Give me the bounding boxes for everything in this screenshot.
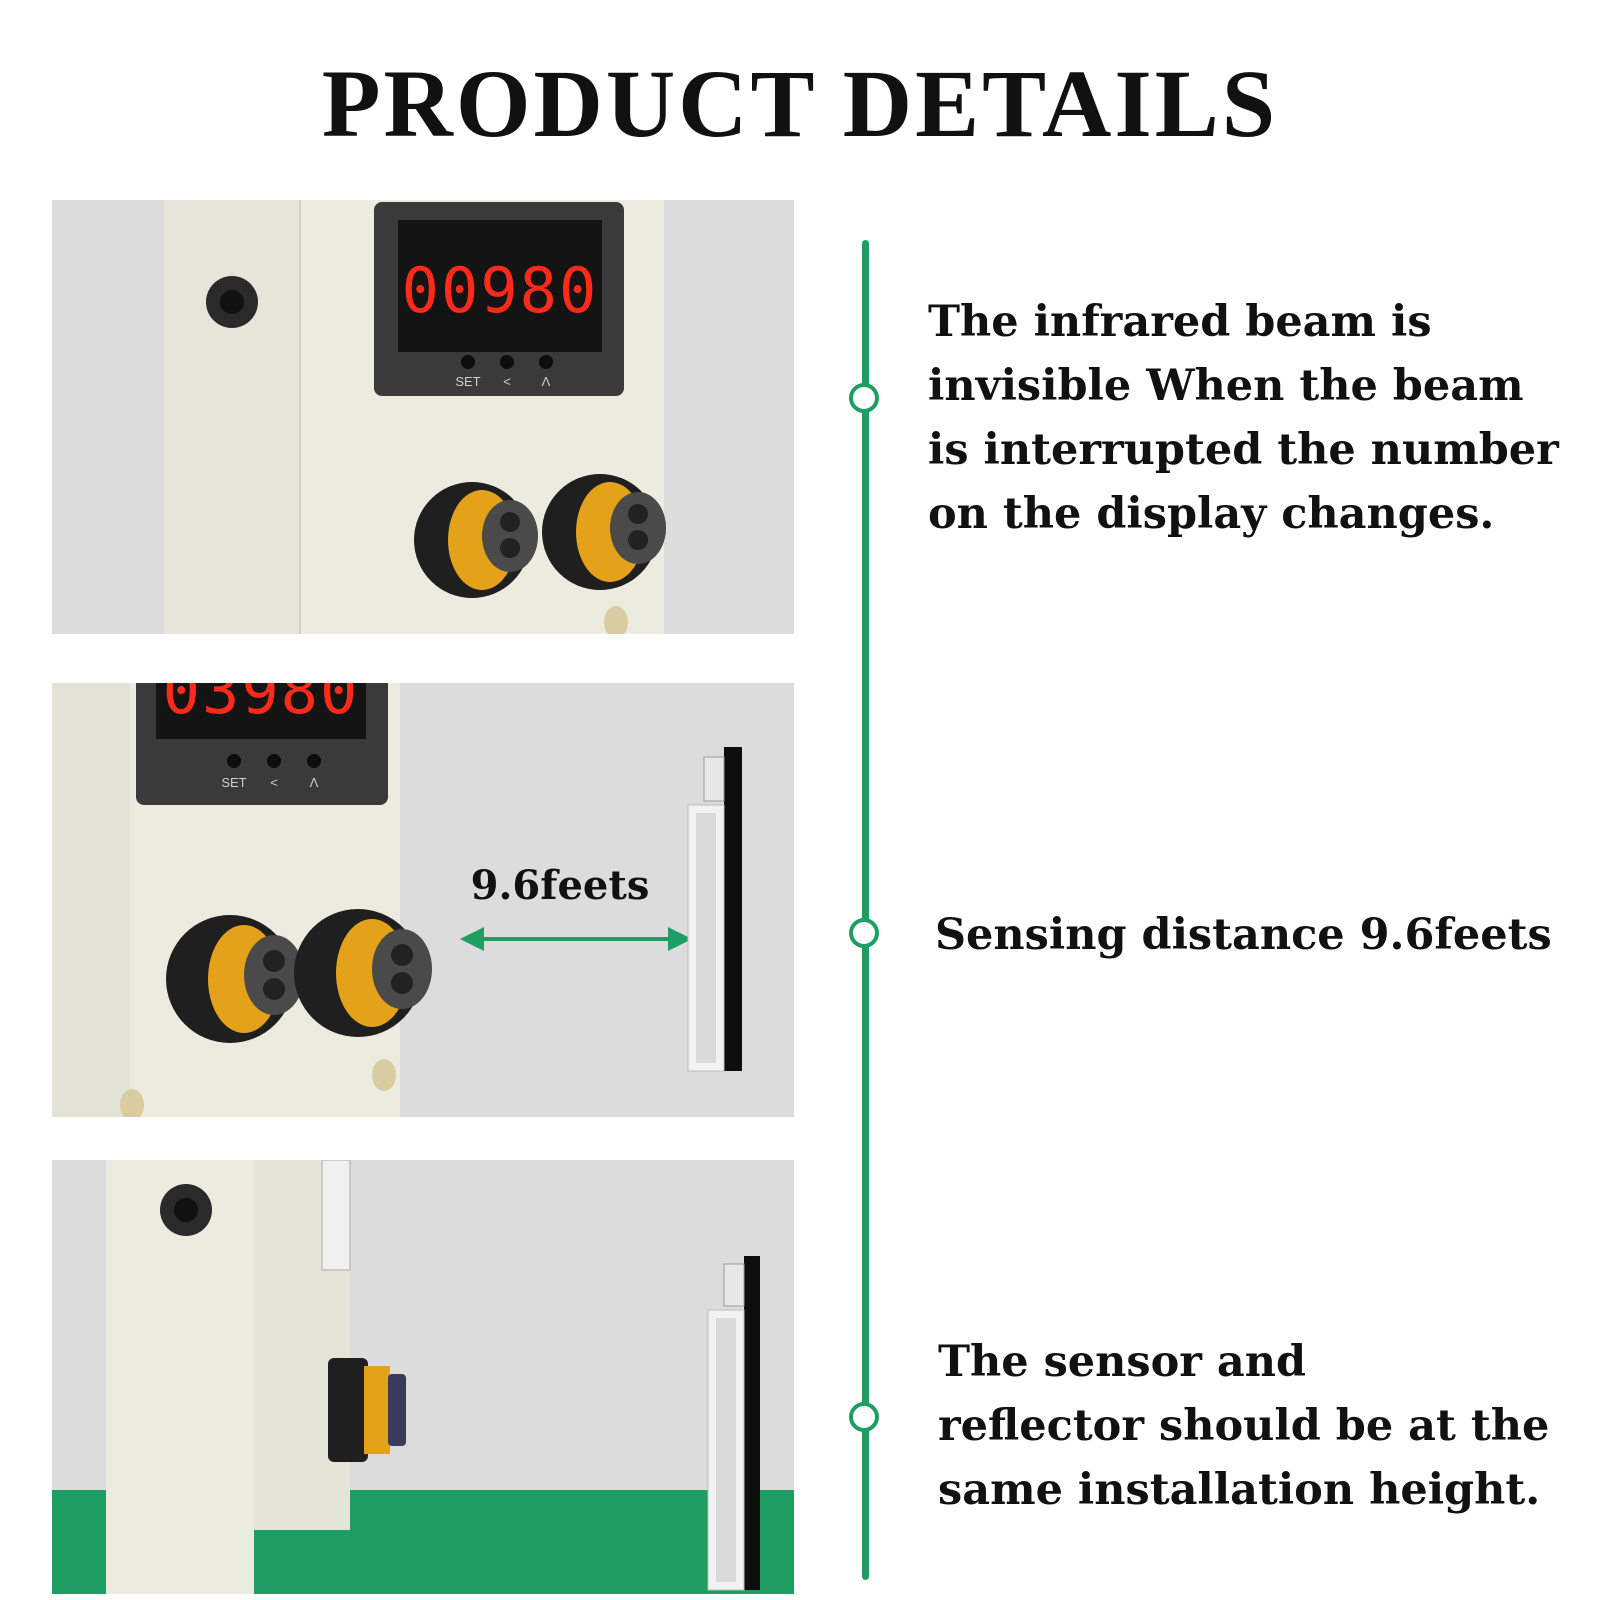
description-line: is interrupted the number bbox=[928, 425, 1559, 475]
set-key-label: SET bbox=[455, 374, 480, 389]
set-key-icon bbox=[461, 355, 475, 369]
left-key-icon bbox=[267, 754, 281, 768]
photoelectric-sensor-icon bbox=[542, 474, 666, 590]
reflector-icon bbox=[707, 1256, 760, 1591]
sensing-distance-illustration: 03980 SET < Λ 9.6feets bbox=[52, 683, 794, 1117]
description-installation-height: The sensor and reflector should be at th… bbox=[938, 1330, 1578, 1522]
distance-label: 9.6feets bbox=[471, 862, 650, 909]
display-digits: 03980 bbox=[163, 683, 360, 728]
up-key-icon bbox=[307, 754, 321, 768]
set-key-label: SET bbox=[221, 775, 246, 790]
product-photo-installation bbox=[52, 1160, 794, 1594]
description-line: Sensing distance 9.6feets bbox=[935, 910, 1552, 960]
reflector-icon bbox=[687, 747, 742, 1072]
description-line: invisible When the beam bbox=[928, 361, 1524, 411]
timeline-line bbox=[862, 240, 869, 1580]
up-key-icon bbox=[539, 355, 553, 369]
up-key-label: Λ bbox=[310, 775, 319, 790]
set-key-icon bbox=[227, 754, 241, 768]
description-infrared-beam: The infrared beam is invisible When the … bbox=[928, 290, 1568, 546]
photoelectric-sensor-icon bbox=[294, 909, 432, 1037]
description-line: on the display changes. bbox=[928, 489, 1495, 539]
photoelectric-sensor-icon bbox=[414, 482, 538, 598]
timeline-node bbox=[849, 918, 879, 948]
description-line: The infrared beam is bbox=[928, 297, 1432, 347]
description-line: The sensor and bbox=[938, 1337, 1307, 1387]
photoelectric-sensor-icon bbox=[328, 1358, 406, 1462]
counter-box-front-illustration: 00980 SET < Λ bbox=[52, 200, 794, 634]
description-sensing-distance: Sensing distance 9.6feets bbox=[935, 903, 1575, 967]
double-arrow-icon bbox=[460, 927, 692, 951]
page-title: PRODUCT DETAILS bbox=[321, 50, 1279, 157]
left-key-label: < bbox=[270, 775, 278, 790]
left-key-label: < bbox=[503, 374, 511, 389]
product-photo-display: 00980 SET < Λ bbox=[52, 200, 794, 634]
installation-height-illustration bbox=[52, 1160, 794, 1594]
product-photo-distance: 03980 SET < Λ 9.6feets bbox=[52, 683, 794, 1117]
timeline-node bbox=[849, 383, 879, 413]
description-line: same installation height. bbox=[938, 1465, 1541, 1515]
photoelectric-sensor-icon bbox=[166, 915, 304, 1043]
left-key-icon bbox=[500, 355, 514, 369]
up-key-label: Λ bbox=[542, 374, 551, 389]
description-line: reflector should be at the bbox=[938, 1401, 1550, 1451]
timeline-node bbox=[849, 1402, 879, 1432]
display-digits: 00980 bbox=[402, 254, 599, 327]
